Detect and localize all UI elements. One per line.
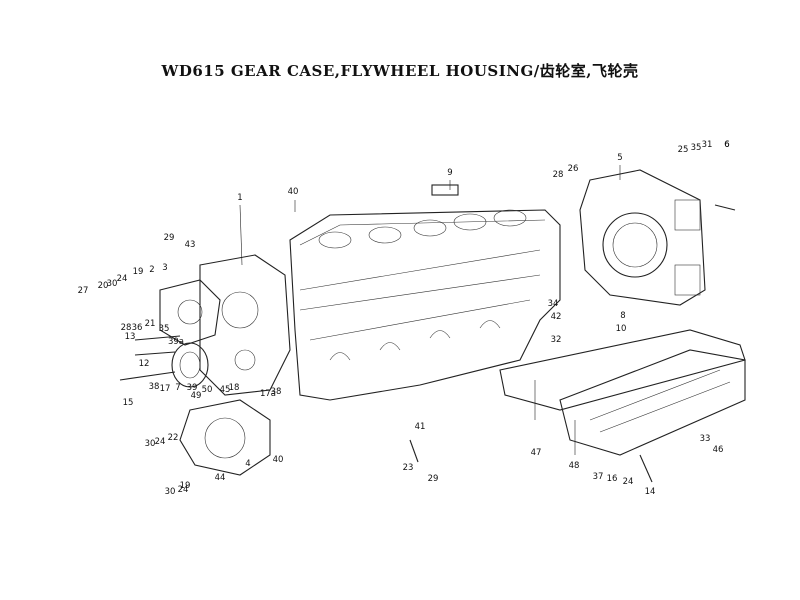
callout-28: 28	[121, 323, 132, 333]
callout-12: 12	[139, 359, 150, 369]
callout-49: 49	[191, 391, 202, 401]
seal-housing	[171, 342, 209, 388]
callout-29: 29	[164, 233, 175, 243]
callout-23: 23	[403, 463, 414, 473]
callout-44: 44	[215, 473, 226, 483]
callout-43: 43	[185, 240, 196, 250]
diagram-title: WD615 GEAR CASE,FLYWHEEL HOUSING/齿轮室,飞轮壳	[161, 62, 639, 80]
callout-30: 30	[107, 279, 118, 289]
callout-30: 30	[145, 439, 156, 449]
callout-50: 50	[202, 385, 213, 395]
callout-41: 41	[415, 422, 426, 432]
callout-35: 35	[159, 324, 170, 334]
callout-9: 9	[447, 168, 452, 178]
callout-31: 31	[702, 140, 713, 150]
callout-38: 38	[149, 382, 160, 392]
front-plate	[179, 399, 271, 476]
callout-32: 32	[551, 335, 562, 345]
nameplate-cover	[431, 184, 459, 196]
bolt-set	[119, 204, 736, 483]
callout-25: 25	[678, 145, 689, 155]
callout-33: 33	[700, 434, 711, 444]
callout-20: 20	[98, 281, 109, 291]
callout-40: 40	[288, 187, 299, 197]
callout-24: 24	[178, 485, 189, 495]
timing-cover-plate	[159, 279, 221, 346]
callout-13: 13	[125, 332, 136, 342]
callout-10: 10	[616, 324, 627, 334]
callout-46: 46	[713, 445, 724, 455]
callout-45: 45	[220, 385, 231, 395]
callout-36: 36	[132, 323, 143, 333]
callout-39: 39	[187, 383, 198, 393]
callout-5: 5	[617, 153, 622, 163]
callout-6: 6	[724, 140, 729, 150]
callout-35: 35	[691, 143, 702, 153]
callout-19: 19	[180, 481, 191, 491]
callout-24: 24	[155, 437, 166, 447]
gear-case-cover	[199, 254, 291, 396]
callout-30: 30	[165, 487, 176, 497]
callout-17: 17	[160, 384, 171, 394]
callout-4: 4	[245, 459, 250, 469]
callout-28: 28	[553, 170, 564, 180]
callout-39a: 39a	[168, 337, 184, 347]
callout-2: 2	[149, 265, 154, 275]
callout-7: 7	[175, 383, 180, 393]
callout-6: 6	[724, 140, 729, 150]
callout-18: 18	[229, 383, 240, 393]
callout-48: 48	[569, 461, 580, 471]
engine-block	[289, 209, 561, 401]
callout-38: 38	[271, 387, 282, 397]
callout-27: 27	[78, 286, 89, 296]
callout-21: 21	[145, 319, 156, 329]
oil-pan-gasket	[499, 329, 746, 411]
callout-24: 24	[117, 274, 128, 284]
callout-40: 40	[273, 455, 284, 465]
callout-15: 15	[123, 398, 134, 408]
callout-26: 26	[568, 164, 579, 174]
oil-pan	[559, 349, 746, 456]
callout-1: 1	[237, 193, 242, 203]
callout-29: 29	[428, 474, 439, 484]
callout-42: 42	[551, 312, 562, 322]
callout-37: 37	[593, 472, 604, 482]
callout-3: 3	[162, 263, 167, 273]
callout-34: 34	[548, 299, 559, 309]
leader-lines	[239, 165, 621, 455]
callout-8: 8	[620, 311, 625, 321]
callout-47: 47	[531, 448, 542, 458]
callout-16: 16	[607, 474, 618, 484]
callout-22: 22	[168, 433, 179, 443]
callout-14: 14	[645, 487, 656, 497]
callout-19: 19	[133, 267, 144, 277]
callout-24: 24	[623, 477, 634, 487]
callout-17a: 17a	[260, 389, 276, 399]
flywheel-housing	[579, 169, 706, 306]
